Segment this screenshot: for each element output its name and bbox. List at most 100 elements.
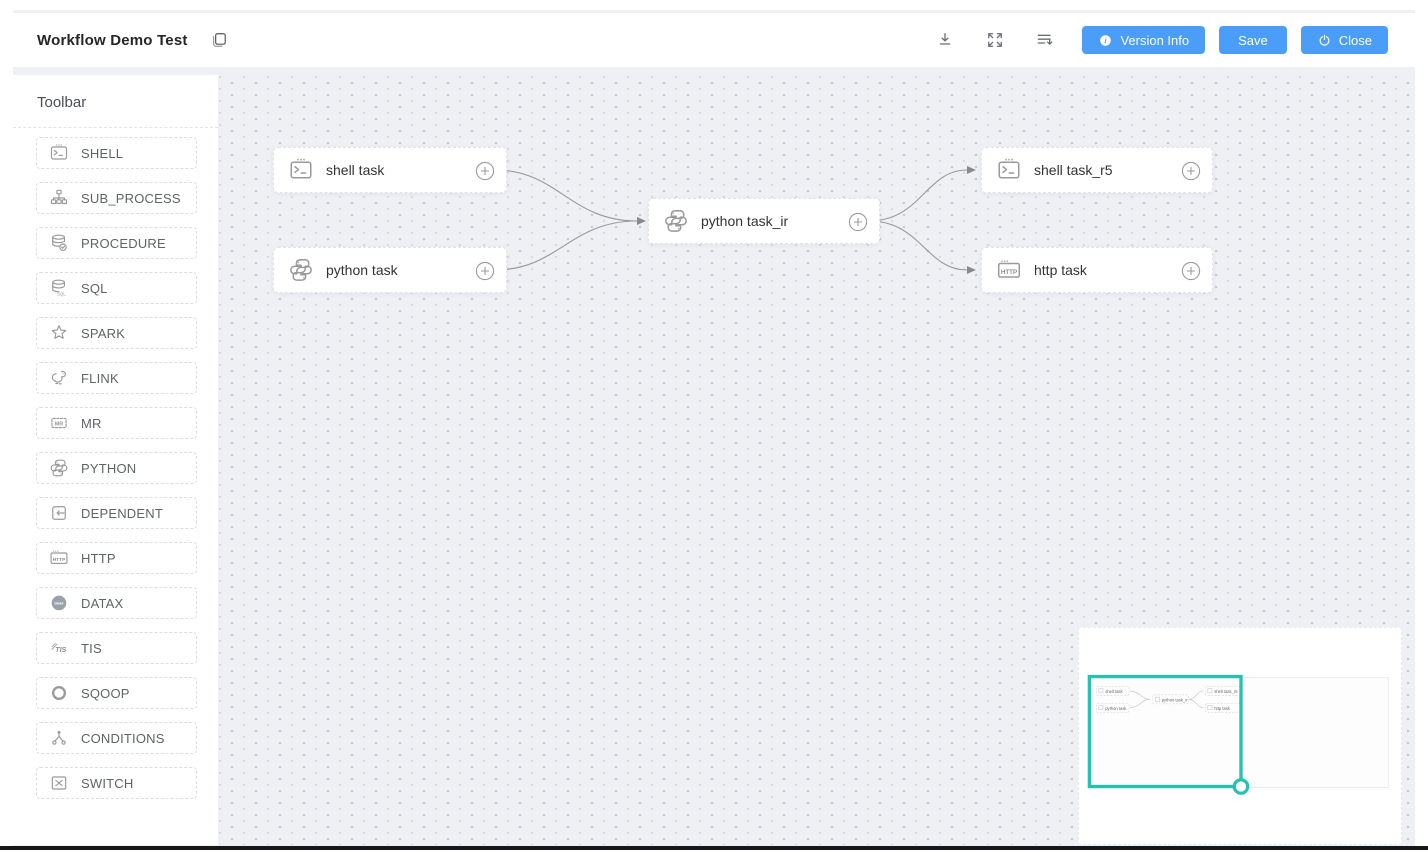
svg-text:TIS: TIS: [55, 646, 66, 654]
task-node-shell-task-r5[interactable]: shell task_r5: [981, 147, 1213, 193]
connect-plus-icon[interactable]: [848, 212, 868, 232]
shell-icon: [995, 156, 1023, 184]
task-node-shell-task[interactable]: shell task: [273, 147, 507, 193]
task-node-label: shell task: [326, 162, 385, 178]
toolbar-item-label: SUB_PROCESS: [81, 190, 181, 206]
minimap-paper: [1088, 677, 1390, 789]
arrowhead-icon: [967, 266, 976, 274]
task-node-python-task-ir[interactable]: python task_ir: [648, 198, 880, 244]
python-icon: [662, 207, 690, 235]
download-icon[interactable]: [932, 27, 958, 53]
toolbar-item-mr[interactable]: MR MR: [36, 407, 197, 439]
connect-plus-icon[interactable]: [1181, 261, 1201, 281]
svg-text:shell task: shell task: [1105, 689, 1123, 694]
toolbar-item-spark[interactable]: SPARK: [36, 317, 197, 349]
python-icon: [287, 256, 315, 284]
toolbar-item-label: DEPENDENT: [81, 505, 163, 521]
toolbar-item-http[interactable]: HTTP HTTP: [36, 542, 197, 574]
edge-python-to-ir: [494, 220, 638, 271]
connect-plus-icon[interactable]: [475, 161, 495, 181]
arrowhead-icon: [967, 166, 976, 174]
toolbar-item-label: SPARK: [81, 325, 126, 341]
minimap-edges: [1130, 690, 1204, 709]
toolbar-item-sqoop[interactable]: SQOOP: [36, 677, 197, 709]
toolbar-item-label: MR: [81, 415, 102, 431]
minimap-resize-handle[interactable]: [1232, 778, 1250, 795]
fullscreen-icon[interactable]: [982, 27, 1008, 53]
svg-text:i: i: [1105, 36, 1108, 45]
minimap[interactable]: shell task python task python task_ir sh…: [1078, 627, 1402, 845]
toolbar-item-label: HTTP: [81, 550, 116, 566]
arrowhead-icon: [637, 217, 646, 225]
save-button[interactable]: Save: [1219, 26, 1287, 54]
version-info-label: Version Info: [1120, 32, 1190, 48]
toolbar-item-dependent[interactable]: DEPENDENT: [36, 497, 197, 529]
save-label: Save: [1238, 32, 1268, 48]
toolbar-item-tis[interactable]: TIS TIS: [36, 632, 197, 664]
toolbar-item-python[interactable]: PYTHON: [36, 452, 197, 484]
svg-text:DataX: DataX: [55, 601, 65, 605]
conditions-icon: [48, 727, 70, 749]
toolbar-item-flink[interactable]: FLINK: [36, 362, 197, 394]
minimap-node-labels: shell task python task python task_ir sh…: [1105, 689, 1238, 711]
toolbar-item-label: SQL: [81, 280, 108, 296]
info-icon: i: [1100, 34, 1112, 46]
minimap-nodes: [1095, 686, 1242, 713]
copy-icon[interactable]: [206, 27, 232, 53]
http-icon: HTTP: [48, 547, 70, 569]
toolbar-item-label: SHELL: [81, 145, 124, 161]
task-node-label: python task: [326, 262, 398, 278]
toolbar-item-shell[interactable]: SHELL: [36, 137, 197, 169]
dag-canvas[interactable]: shell task python task python task_ir: [218, 75, 1415, 845]
task-node-http-task[interactable]: HTTP http task: [981, 247, 1213, 293]
svg-text:SQL: SQL: [57, 291, 66, 296]
close-label: Close: [1338, 32, 1372, 48]
toolbar-item-label: SQOOP: [81, 685, 130, 701]
toolbar-item-conditions[interactable]: CONDITIONS: [36, 722, 197, 754]
toolbar-item-label: TIS: [81, 640, 102, 656]
task-node-label: http task: [1034, 262, 1087, 278]
svg-text:HTTP: HTTP: [53, 557, 66, 563]
close-button[interactable]: Close: [1300, 26, 1388, 54]
edge-ir-to-http: [868, 220, 968, 271]
workflow-title: Workflow Demo Test: [37, 31, 188, 49]
svg-text:shell task_r5: shell task_r5: [1214, 689, 1238, 694]
edge-shell-to-ir: [494, 169, 638, 222]
task-node-python-task[interactable]: python task: [273, 247, 507, 293]
dependent-icon: [48, 502, 70, 524]
sqoop-icon: [48, 682, 70, 704]
shell-icon: [287, 156, 315, 184]
http-icon: HTTP: [995, 256, 1023, 284]
sql-icon: SQL: [48, 277, 70, 299]
version-info-button[interactable]: i Version Info: [1082, 26, 1206, 54]
toolbar-item-switch[interactable]: SWITCH: [36, 767, 197, 799]
toolbar-item-procedure[interactable]: PROCEDURE: [36, 227, 197, 259]
format-dag-icon[interactable]: [1032, 27, 1058, 53]
toolbar-item-label: PROCEDURE: [81, 235, 166, 251]
toolbar-sidebar: Toolbar SHELL SUB_PROCESS PROCEDURE: [13, 75, 218, 845]
connect-plus-icon[interactable]: [475, 261, 495, 281]
shell-icon: [48, 142, 70, 164]
svg-text:python task_ir: python task_ir: [1162, 698, 1188, 703]
connect-plus-icon[interactable]: [1181, 161, 1201, 181]
toolbar-item-label: PYTHON: [81, 460, 137, 476]
svg-text:http task: http task: [1214, 706, 1231, 711]
mr-icon: MR: [48, 412, 70, 434]
power-icon: [1319, 34, 1330, 46]
flink-icon: [48, 367, 70, 389]
task-node-label: python task_ir: [701, 213, 789, 229]
toolbar-item-datax[interactable]: DataX DATAX: [36, 587, 197, 619]
svg-text:python task: python task: [1105, 706, 1127, 711]
toolbar-divider: [13, 127, 218, 128]
toolbar-item-label: SWITCH: [81, 775, 134, 791]
toolbar-item-label: DATAX: [81, 595, 124, 611]
procedure-icon: [48, 232, 70, 254]
toolbar-item-label: CONDITIONS: [81, 730, 165, 746]
toolbar-item-sql[interactable]: SQL SQL: [36, 272, 197, 304]
bottom-border-bar: [0, 846, 1428, 850]
toolbar-item-sub-process[interactable]: SUB_PROCESS: [36, 182, 197, 214]
python-icon: [48, 457, 70, 479]
toolbar-item-label: FLINK: [81, 370, 119, 386]
task-node-label: shell task_r5: [1034, 162, 1113, 178]
minimap-viewport[interactable]: [1087, 674, 1243, 789]
